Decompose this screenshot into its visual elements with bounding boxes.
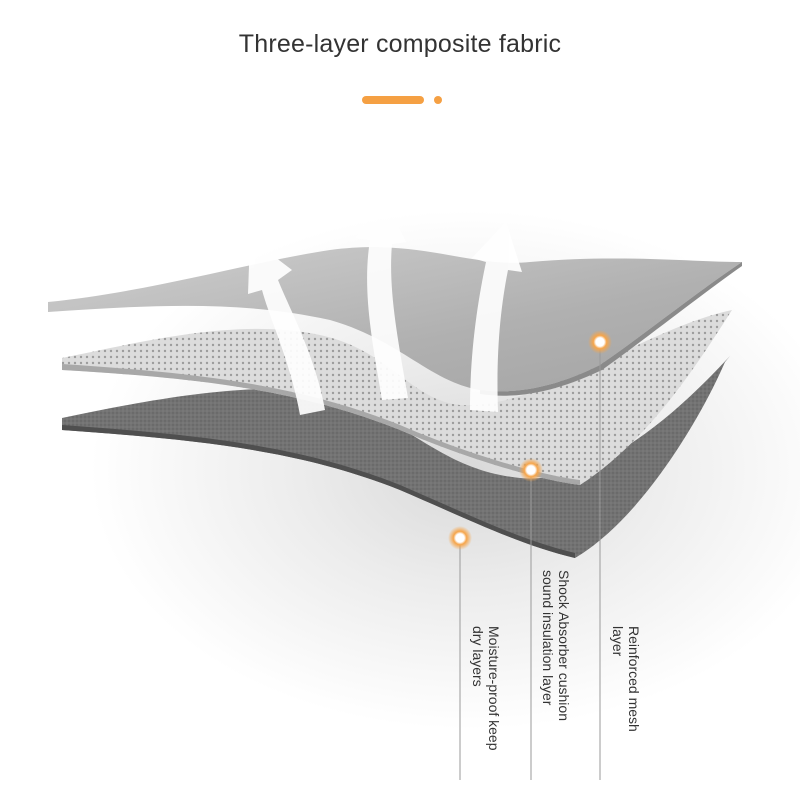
page-title: Three-layer composite fabric: [238, 30, 562, 58]
upward-airflow-arrow-icon: [248, 238, 325, 415]
label-text: Reinforced mesh layer: [610, 626, 642, 732]
marker-dot-mesh: [588, 330, 612, 354]
label-text: Shock Absorber cushion sound insulation …: [540, 570, 572, 721]
label-shock-absorber-text: Shock Absorber cushion sound insulation …: [540, 570, 572, 721]
label-text: Moisture-proof keep dry layers: [470, 626, 502, 751]
marker-dot-moisture: [448, 526, 472, 550]
accent-dot: [434, 96, 442, 104]
upward-airflow-arrow-icon: [356, 196, 408, 400]
bottom-felt-layer: [62, 356, 730, 558]
label-reinforced-mesh-text: Reinforced mesh layer: [610, 626, 642, 732]
label-moisture-proof-text: Moisture-proof keep dry layers: [470, 626, 502, 751]
marker-dot-cushion: [519, 458, 543, 482]
accent-line: [362, 96, 424, 104]
upward-airflow-arrow-icon: [470, 222, 522, 412]
airflow-arrows: [248, 196, 522, 415]
